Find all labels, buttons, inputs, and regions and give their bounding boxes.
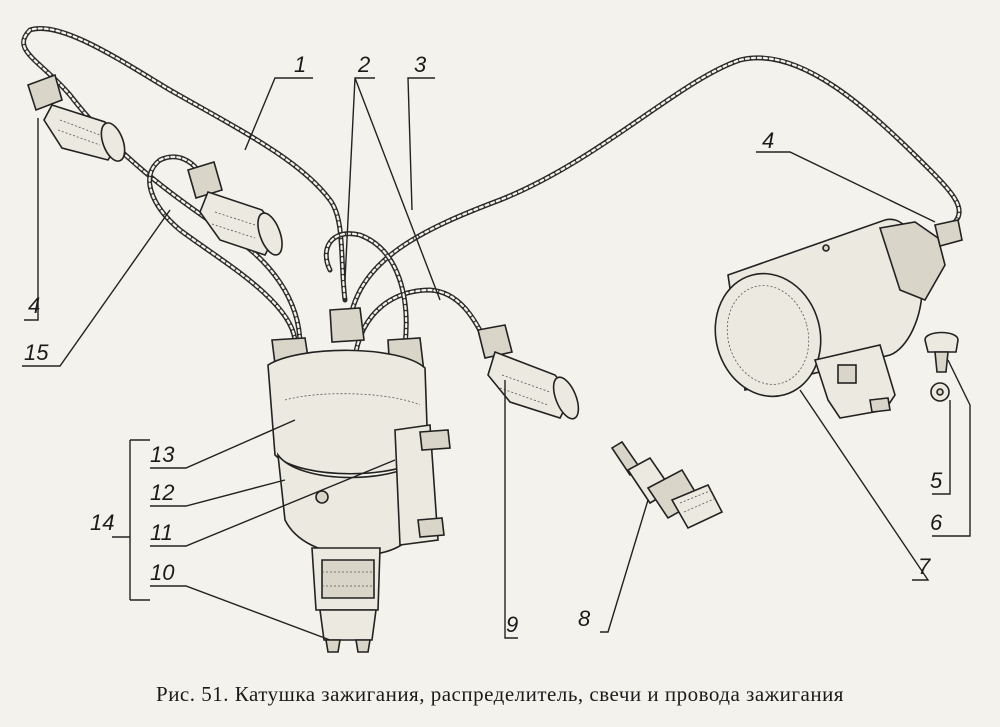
lock-washer	[930, 382, 950, 402]
plug-cap-9	[477, 324, 580, 420]
leader-5	[932, 400, 951, 495]
callout-2: 2	[357, 52, 370, 77]
callout-15: 15	[24, 340, 49, 365]
leader-lines	[22, 77, 971, 641]
leader-11	[150, 459, 396, 547]
callout-4-left: 4	[28, 293, 40, 318]
leader-9	[504, 380, 518, 639]
callout-10: 10	[150, 560, 175, 585]
leader-1	[244, 77, 313, 151]
leader-4-left	[24, 118, 39, 321]
figure-caption: Рис. 51. Катушка зажигания, распределите…	[156, 682, 844, 706]
leader-8	[600, 499, 649, 633]
leader-3	[407, 77, 435, 211]
leader-10	[150, 585, 331, 641]
callout-8: 8	[578, 606, 591, 631]
plug-cap-top-left	[27, 73, 126, 162]
spark-plug	[610, 440, 724, 530]
callout-13: 13	[150, 442, 175, 467]
leader-13	[150, 419, 296, 469]
ignition-coil	[714, 218, 963, 419]
plug-cap-second	[187, 160, 283, 256]
leader-14-bracket	[112, 439, 150, 601]
bolt	[924, 331, 959, 373]
leader-2	[344, 77, 441, 301]
callout-labels: 1 2 3 4 4 15 13 12 14 11 10 9 8 7 5 6	[24, 52, 943, 637]
callout-4-top-right: 4	[762, 128, 774, 153]
callout-5: 5	[930, 468, 943, 493]
callout-12: 12	[150, 480, 174, 505]
callout-7: 7	[918, 554, 931, 579]
callout-1: 1	[294, 52, 306, 77]
callout-9: 9	[506, 612, 518, 637]
leader-15	[22, 209, 171, 367]
leader-4-top-right	[756, 151, 936, 223]
callout-11: 11	[150, 520, 173, 545]
leader-7	[799, 389, 930, 581]
ignition-wires	[21, 26, 962, 383]
leader-12	[150, 479, 286, 507]
distributor	[267, 307, 451, 653]
callout-14: 14	[90, 510, 114, 535]
leader-6	[932, 359, 971, 537]
callout-6: 6	[930, 510, 943, 535]
callout-3: 3	[414, 52, 427, 77]
